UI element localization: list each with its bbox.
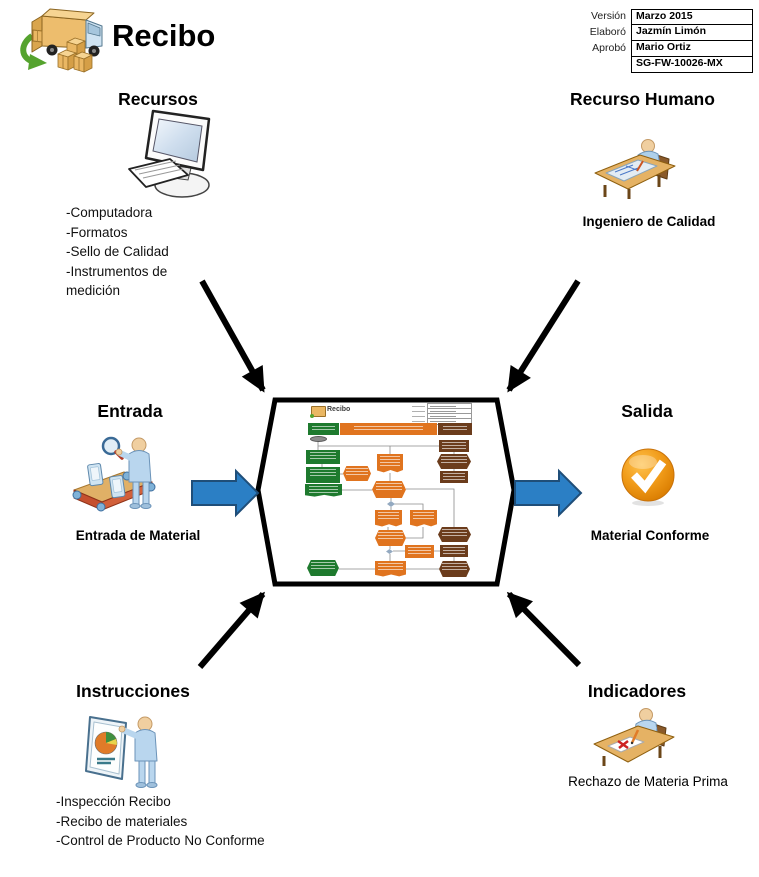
flowchart-shape (405, 545, 434, 558)
list-item: -Instrumentos de medición (66, 263, 168, 299)
salida-output-arrow (514, 468, 583, 518)
recursos-heading: Recursos (118, 89, 198, 109)
flowchart-logo-icon (310, 406, 326, 418)
delivery-truck-logo-icon (12, 2, 108, 76)
instructions-presenter-icon (82, 705, 172, 793)
flowchart-shape (306, 450, 340, 464)
salida-heading: Salida (621, 401, 673, 421)
list-item: -Computadora (66, 205, 153, 220)
flowchart-shape (375, 561, 406, 577)
list-item: -Formatos (66, 224, 128, 240)
flowchart-lane-brown (438, 423, 472, 435)
recurso-humano-arrow (506, 279, 581, 393)
info-value: SG-FW-10026-MX (631, 56, 753, 73)
flowchart-shape (440, 545, 468, 557)
flowchart-shape (307, 560, 339, 576)
flowchart-shape (410, 510, 437, 527)
recurso-humano-caption: Ingeniero de Calidad (582, 214, 716, 229)
flowchart-connectors (317, 442, 455, 570)
instrucciones-arrow (197, 591, 266, 669)
indicadores-caption: Rechazo de Materia Prima (568, 774, 728, 789)
instrucciones-list: -Inspección Recibo -Recibo de materiales… (56, 792, 331, 851)
list-item: -Control de Producto No Conforme (56, 833, 265, 848)
entrada-input-arrow (191, 468, 260, 518)
info-row: SG-FW-10026-MX (574, 56, 758, 73)
list-item: -Inspección Recibo (56, 794, 171, 809)
embedded-flowchart: Recibo (302, 402, 480, 580)
flowchart-shape (437, 454, 471, 469)
flowchart-lane-orange (340, 423, 437, 435)
version-info-table: Versión Marzo 2015 Elaboró Jazmín Limón Ap… (574, 9, 758, 73)
info-value: Jazmín Limón (631, 24, 753, 41)
list-item: -Sello de Calidad (66, 244, 169, 259)
flowchart-shape (372, 481, 406, 498)
info-value: Marzo 2015 (631, 9, 753, 25)
material-inspection-conveyor-icon (72, 430, 166, 524)
page-title: Recibo (112, 18, 216, 53)
check-mark-icon (619, 447, 677, 507)
flowchart-shape (343, 466, 371, 481)
indicadores-heading: Indicadores (587, 681, 687, 701)
flowchart-lane-green (308, 423, 339, 435)
desktop-computer-icon (125, 106, 217, 202)
indicadores-arrow (506, 591, 582, 668)
info-label: Elaboró (589, 26, 626, 38)
recurso-humano-heading: Recurso Humano (570, 89, 715, 109)
flowchart-shape (377, 454, 403, 473)
info-label: Versión (590, 10, 626, 22)
flowchart-title: Recibo (327, 406, 351, 413)
info-label: Aprobó (592, 42, 626, 54)
salida-caption: Material Conforme (590, 528, 710, 543)
flowchart-shape (305, 484, 342, 497)
entrada-caption: Entrada de Material (75, 528, 201, 543)
info-value: Mario Ortiz (631, 40, 753, 57)
recursos-arrow (199, 279, 266, 393)
flowchart-shape (310, 436, 327, 442)
flowchart-shape (306, 467, 340, 483)
flowchart-shape (440, 471, 468, 483)
rejection-report-desk-icon (592, 702, 676, 774)
flowchart-shape (439, 440, 469, 452)
entrada-heading: Entrada (97, 401, 163, 421)
info-row: Versión Marzo 2015 (574, 9, 758, 25)
recursos-list: -Computadora -Formatos -Sello de Calidad… (66, 203, 221, 301)
flowchart-shape (375, 530, 406, 546)
quality-engineer-desk-icon (593, 135, 677, 203)
info-row: Aprobó Mario Ortiz (574, 40, 758, 57)
flowchart-connector-node (387, 501, 395, 507)
list-item: -Recibo de materiales (56, 813, 188, 829)
instrucciones-heading: Instrucciones (76, 681, 190, 701)
flowchart-shape (375, 510, 402, 527)
flowchart-connector-node (386, 549, 393, 554)
flowchart-shape (438, 527, 471, 542)
flowchart-shape (439, 561, 470, 577)
info-row: Elaboró Jazmín Limón (574, 24, 758, 41)
